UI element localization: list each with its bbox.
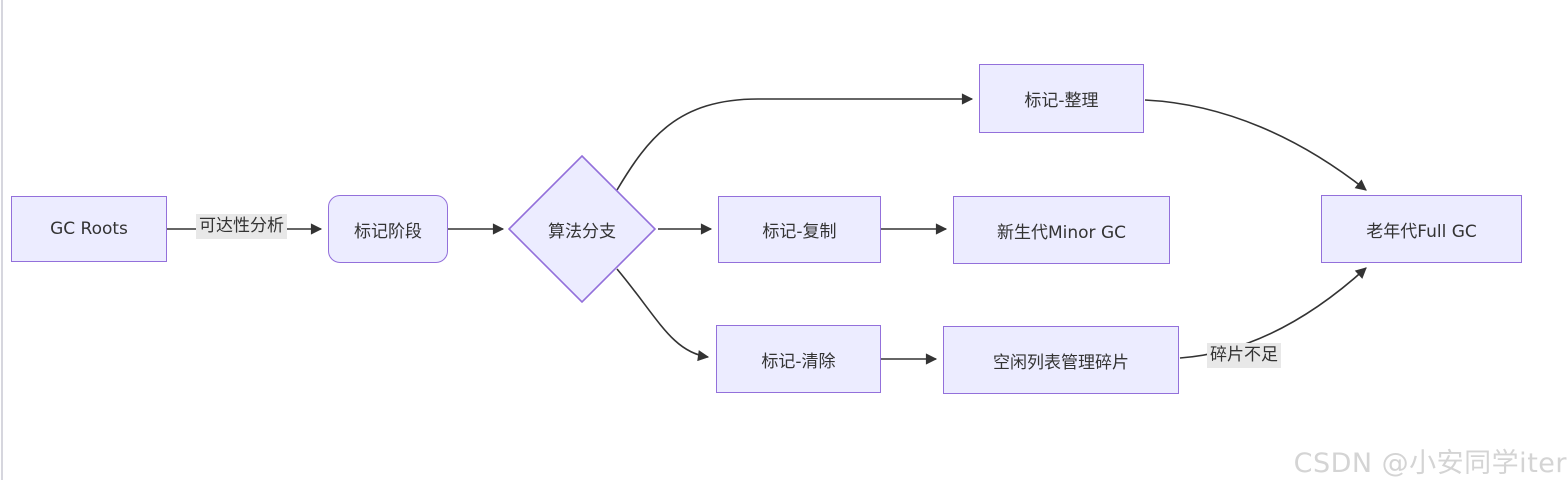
node-mark-copy: 标记-复制 bbox=[718, 196, 881, 263]
node-mark-phase: 标记阶段 bbox=[328, 195, 448, 263]
left-edge-divider bbox=[1, 0, 3, 480]
diamond-shape bbox=[508, 155, 656, 303]
node-full-gc: 老年代Full GC bbox=[1321, 195, 1522, 263]
node-gc-roots-label: GC Roots bbox=[50, 219, 128, 239]
node-algorithm-branch: 算法分支 bbox=[508, 155, 656, 303]
node-mark-copy-label: 标记-复制 bbox=[762, 222, 837, 242]
edge-branch-to-mark-compact bbox=[616, 93, 974, 191]
node-algorithm-branch-label: 算法分支 bbox=[548, 221, 616, 242]
node-gc-roots: GC Roots bbox=[11, 196, 167, 262]
node-free-list-label: 空闲列表管理碎片 bbox=[993, 352, 1129, 373]
edge-mark-compact-to-full-gc bbox=[1144, 99, 1367, 191]
csdn-watermark: CSDN @小安同学iter bbox=[1293, 448, 1567, 479]
node-mark-compact-label: 标记-整理 bbox=[1024, 91, 1099, 111]
node-minor-gc: 新生代Minor GC bbox=[953, 196, 1170, 264]
edge-free-list-to-full-gc bbox=[1179, 267, 1367, 359]
node-full-gc-label: 老年代Full GC bbox=[1366, 221, 1477, 242]
node-mark-compact: 标记-整理 bbox=[979, 64, 1144, 133]
edge-label-reachability-analysis: 可达性分析 bbox=[196, 214, 287, 239]
node-mark-phase-label: 标记阶段 bbox=[354, 221, 422, 242]
edge-label-fragmentation: 碎片不足 bbox=[1207, 343, 1281, 368]
edge-branch-to-mark-sweep bbox=[616, 268, 710, 362]
node-minor-gc-label: 新生代Minor GC bbox=[996, 222, 1126, 243]
node-free-list: 空闲列表管理碎片 bbox=[943, 326, 1179, 394]
node-mark-sweep-label: 标记-清除 bbox=[761, 351, 836, 372]
node-mark-sweep: 标记-清除 bbox=[716, 325, 881, 393]
